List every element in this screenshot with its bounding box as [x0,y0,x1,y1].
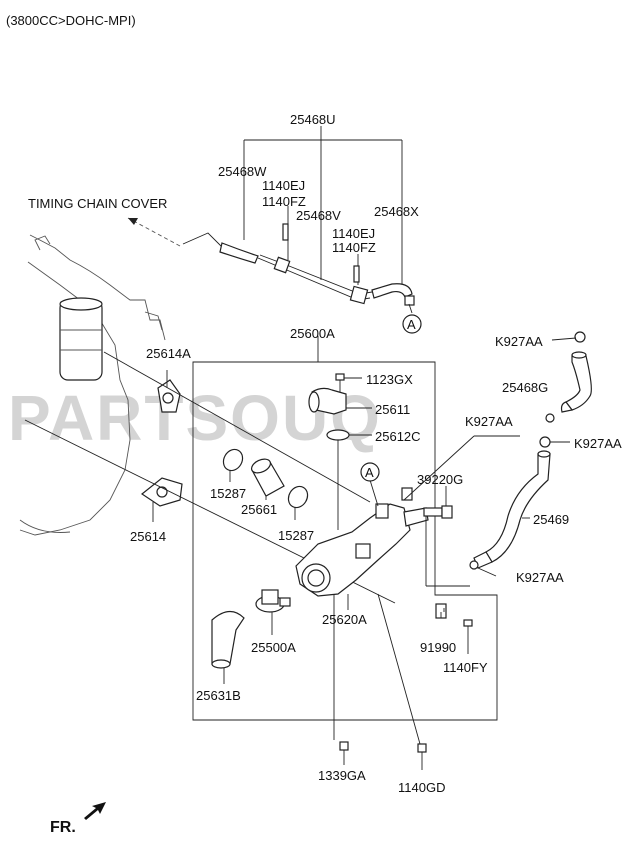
outlet-fitting-25611[interactable] [308,387,347,415]
gasket-25612C[interactable] [326,429,350,441]
clamp-K927AA-top[interactable] [574,331,586,343]
label-25468V: 25468V [296,208,341,223]
label-25468G: 25468G [502,380,548,395]
arrow-icon [84,802,106,820]
clamp-K927AA-right[interactable] [539,436,551,448]
temp-sensor-39220G[interactable] [423,505,453,519]
assembly-box-25600A [192,336,498,721]
label-K927AA-4: K927AA [516,570,564,585]
label-25612C: 25612C [375,429,421,444]
label-1339GA: 1339GA [318,768,366,783]
label-timing-chain-cover: TIMING CHAIN COVER [28,196,167,211]
label-25469: 25469 [533,512,569,527]
engine-block-sketch [19,234,166,536]
pipe-25661[interactable] [249,456,285,497]
label-91990: 91990 [420,640,456,655]
label-39220G: 39220G [417,472,463,487]
label-25500A: 25500A [251,640,296,655]
front-direction-indicator: FR. [50,802,106,836]
label-15287-a: 15287 [210,486,246,501]
label-25600A: 25600A [290,326,335,341]
label-1140FY: 1140FY [443,660,488,675]
label-25614A: 25614A [146,346,191,361]
hose-tube-25468[interactable] [182,223,415,314]
label-K927AA-2: K927AA [465,414,513,429]
callout-a-mid: A [365,465,374,480]
label-25661: 25661 [241,502,277,517]
bolt-1140GD[interactable] [417,743,427,753]
label-15287-b: 15287 [278,528,314,543]
gasket-25614A[interactable] [157,379,181,413]
clamp-K927AA-bottom[interactable] [469,560,479,570]
callout-circle-a-mid [360,462,380,482]
label-K927AA-3: K927AA [574,436,622,451]
label-1140FZ-b: 1140FZ [332,240,376,255]
label-25468X: 25468X [374,204,419,219]
label-25611: 25611 [375,402,410,417]
label-1140EJ-b: 1140EJ [332,226,375,241]
bolt-1339GA[interactable] [339,741,349,751]
label-1123GX: 1123GX [366,372,413,387]
timing-chain-cover-arrow [127,217,181,247]
label-25631B: 25631B [196,688,241,703]
o-ring-15287-right[interactable] [285,483,312,511]
label-K927AA-1: K927AA [495,334,543,349]
bolt-1123GX[interactable] [335,373,345,392]
thermostat-25500A[interactable] [255,589,291,613]
label-1140EJ-a: 1140EJ [262,178,305,193]
clamp-K927AA-mid[interactable] [545,413,555,423]
inlet-fitting-25631B[interactable] [211,610,245,669]
label-25620A: 25620A [322,612,367,627]
engine-spec-header: (3800CC>DOHC-MPI) [6,13,136,28]
label-1140FZ-a: 1140FZ [262,194,306,209]
callout-a-top: A [407,317,416,332]
hose-25469[interactable] [473,450,551,569]
label-1140GD: 1140GD [398,780,445,795]
label-25468W: 25468W [218,164,267,179]
fr-label: FR. [50,819,76,836]
callout-circle-a-top [402,314,422,334]
label-25468U: 25468U [290,112,336,127]
housing-25620A[interactable] [295,487,429,597]
label-25614: 25614 [130,529,166,544]
hose-25468G[interactable] [560,351,592,413]
gasket-25614[interactable] [140,477,183,507]
o-ring-15287-left[interactable] [220,446,247,474]
bolt-1140FY[interactable] [463,619,473,654]
